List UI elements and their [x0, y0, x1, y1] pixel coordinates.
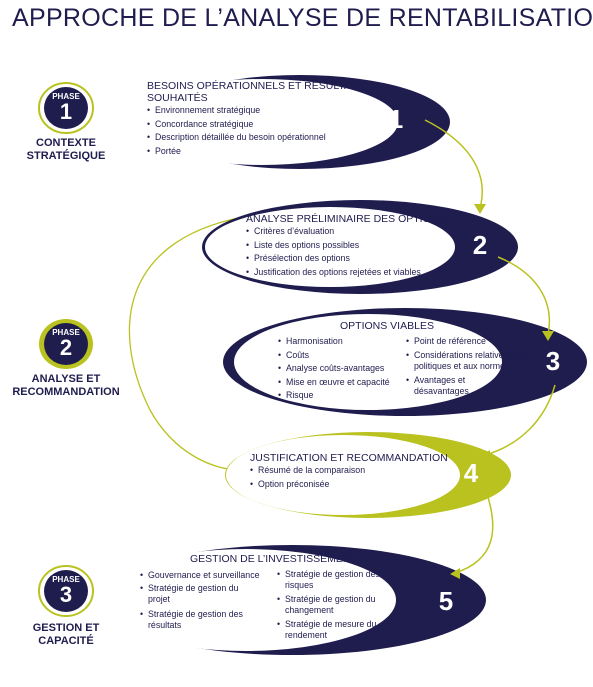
list-item: Résumé de la comparaison — [250, 464, 448, 478]
step-5-title: GESTION DE L’INVESTISSEMENT — [190, 553, 357, 565]
phase-1-badge: PHASE 1 — [46, 92, 86, 123]
arrowhead-3 — [542, 331, 554, 341]
list-item: Harmonisation — [278, 335, 408, 349]
list-item: Présélection des options — [246, 252, 445, 266]
step-1-title-line: BESOINS OPÉRATIONNELS ET RÉSULTATS — [147, 80, 364, 92]
step-3-title: OPTIONS VIABLES — [340, 320, 434, 332]
step-3-list-right: Point de référence Considérations relati… — [406, 335, 541, 397]
list-item: Stratégie de mesure du rendement — [277, 619, 385, 641]
phase-3-badge-shape — [38, 565, 94, 617]
step-4-content: JUSTIFICATION ET RECOMMANDATION Résumé d… — [250, 452, 448, 491]
list-item: Stratégie de gestion du projet — [140, 583, 253, 605]
connector-1-2 — [424, 119, 483, 209]
list-item: Liste des options possibles — [246, 239, 445, 253]
list-item: Coûts — [278, 349, 408, 363]
list-item: Portée — [147, 145, 364, 159]
connector-3-4 — [484, 384, 556, 456]
connector-2-3 — [497, 256, 550, 336]
step-1-content: BESOINS OPÉRATIONNELS ET RÉSULTATS SOUHA… — [147, 80, 364, 158]
step-5-list-right: Stratégie de gestion des risques Stratég… — [277, 569, 397, 641]
phase-2-label-line: RECOMMANDATION — [12, 386, 120, 398]
arrowhead-5 — [450, 568, 460, 579]
list-item: Analyse coûts-avantages — [278, 362, 408, 376]
list-item: Description détaillée du besoin opératio… — [147, 131, 364, 145]
phase-1-label-line: STRATÉGIQUE — [26, 150, 106, 162]
phase-3-number: 3 — [59, 582, 73, 607]
list-item: Stratégie de gestion des résultats — [140, 609, 266, 631]
phase-3-label-line: GESTION ET — [32, 622, 100, 634]
phase-3-label: GESTION ET CAPACITÉ — [16, 622, 116, 648]
list-item: Stratégie de gestion du changement — [277, 594, 385, 616]
phase-3-word: PHASE — [52, 575, 80, 584]
phase-3-label-line: CAPACITÉ — [38, 635, 94, 647]
phase-2-badge: PHASE 2 — [46, 328, 86, 359]
step-2-title-line: ANALYSE PRÉLIMINAIRE DES OPTIONS — [246, 213, 446, 225]
step-5-number: 5 — [438, 586, 454, 616]
list-item: Mise en œuvre et capacité — [278, 376, 408, 390]
step-1-title-line: SOUHAITÉS — [147, 92, 208, 104]
list-item: Point de référence — [406, 335, 541, 349]
phase-1-number: 1 — [59, 99, 73, 124]
step-1-number: 1 — [388, 104, 404, 134]
step-2-list: Critères d’évaluation Liste des options … — [246, 225, 445, 279]
phase2-connector-arc — [128, 214, 256, 471]
phase-1-label: CONTEXTE STRATÉGIQUE — [16, 137, 116, 163]
list-item: Concordance stratégique — [147, 118, 364, 132]
list-item: Risque — [278, 389, 408, 403]
page-title: APPROCHE DE L’ANALYSE DE RENTABILISATION — [12, 4, 593, 32]
step-3-list-left: Harmonisation Coûts Analyse coûts-avanta… — [278, 335, 408, 403]
phase-2-badge-shape — [39, 319, 93, 369]
step-1-list: Environnement stratégique Concordance st… — [147, 104, 364, 158]
step-5-list-left: Gouvernance et surveillance Stratégie de… — [140, 569, 275, 631]
phase-1-word: PHASE — [52, 92, 80, 101]
list-item: Stratégie de gestion des risques — [277, 569, 397, 591]
step-4-title-line: JUSTIFICATION ET RECOMMANDATION — [250, 452, 448, 464]
step-4-number: 4 — [463, 458, 479, 488]
list-item: Justification des options rejetées et vi… — [246, 266, 445, 280]
phase-1-label-line: CONTEXTE — [36, 137, 96, 149]
list-item: Gouvernance et surveillance — [140, 569, 275, 583]
list-item: Considérations relatives aux politiques … — [406, 350, 541, 372]
list-item: Option préconisée — [250, 478, 448, 492]
list-item: Environnement stratégique — [147, 104, 364, 118]
step-4-list: Résumé de la comparaison Option préconis… — [250, 464, 448, 491]
step-3-number: 3 — [545, 346, 561, 376]
phase-2-number: 2 — [59, 335, 73, 360]
phase-3-badge: PHASE 3 — [46, 575, 86, 606]
connector-4-5 — [454, 487, 494, 574]
list-item: Avantages et désavantages — [406, 375, 494, 397]
step-2-content: ANALYSE PRÉLIMINAIRE DES OPTIONS Critère… — [246, 213, 445, 279]
phase-2-label-line: ANALYSE ET — [31, 373, 101, 385]
phase-2-label: ANALYSE ET RECOMMANDATION — [6, 373, 126, 399]
phase-1-badge-shape — [38, 82, 94, 134]
phase-2-word: PHASE — [52, 328, 80, 337]
arrowhead-4 — [480, 450, 490, 461]
arrowhead-2 — [474, 204, 486, 214]
list-item: Critères d’évaluation — [246, 225, 445, 239]
step-2-number: 2 — [472, 230, 488, 260]
